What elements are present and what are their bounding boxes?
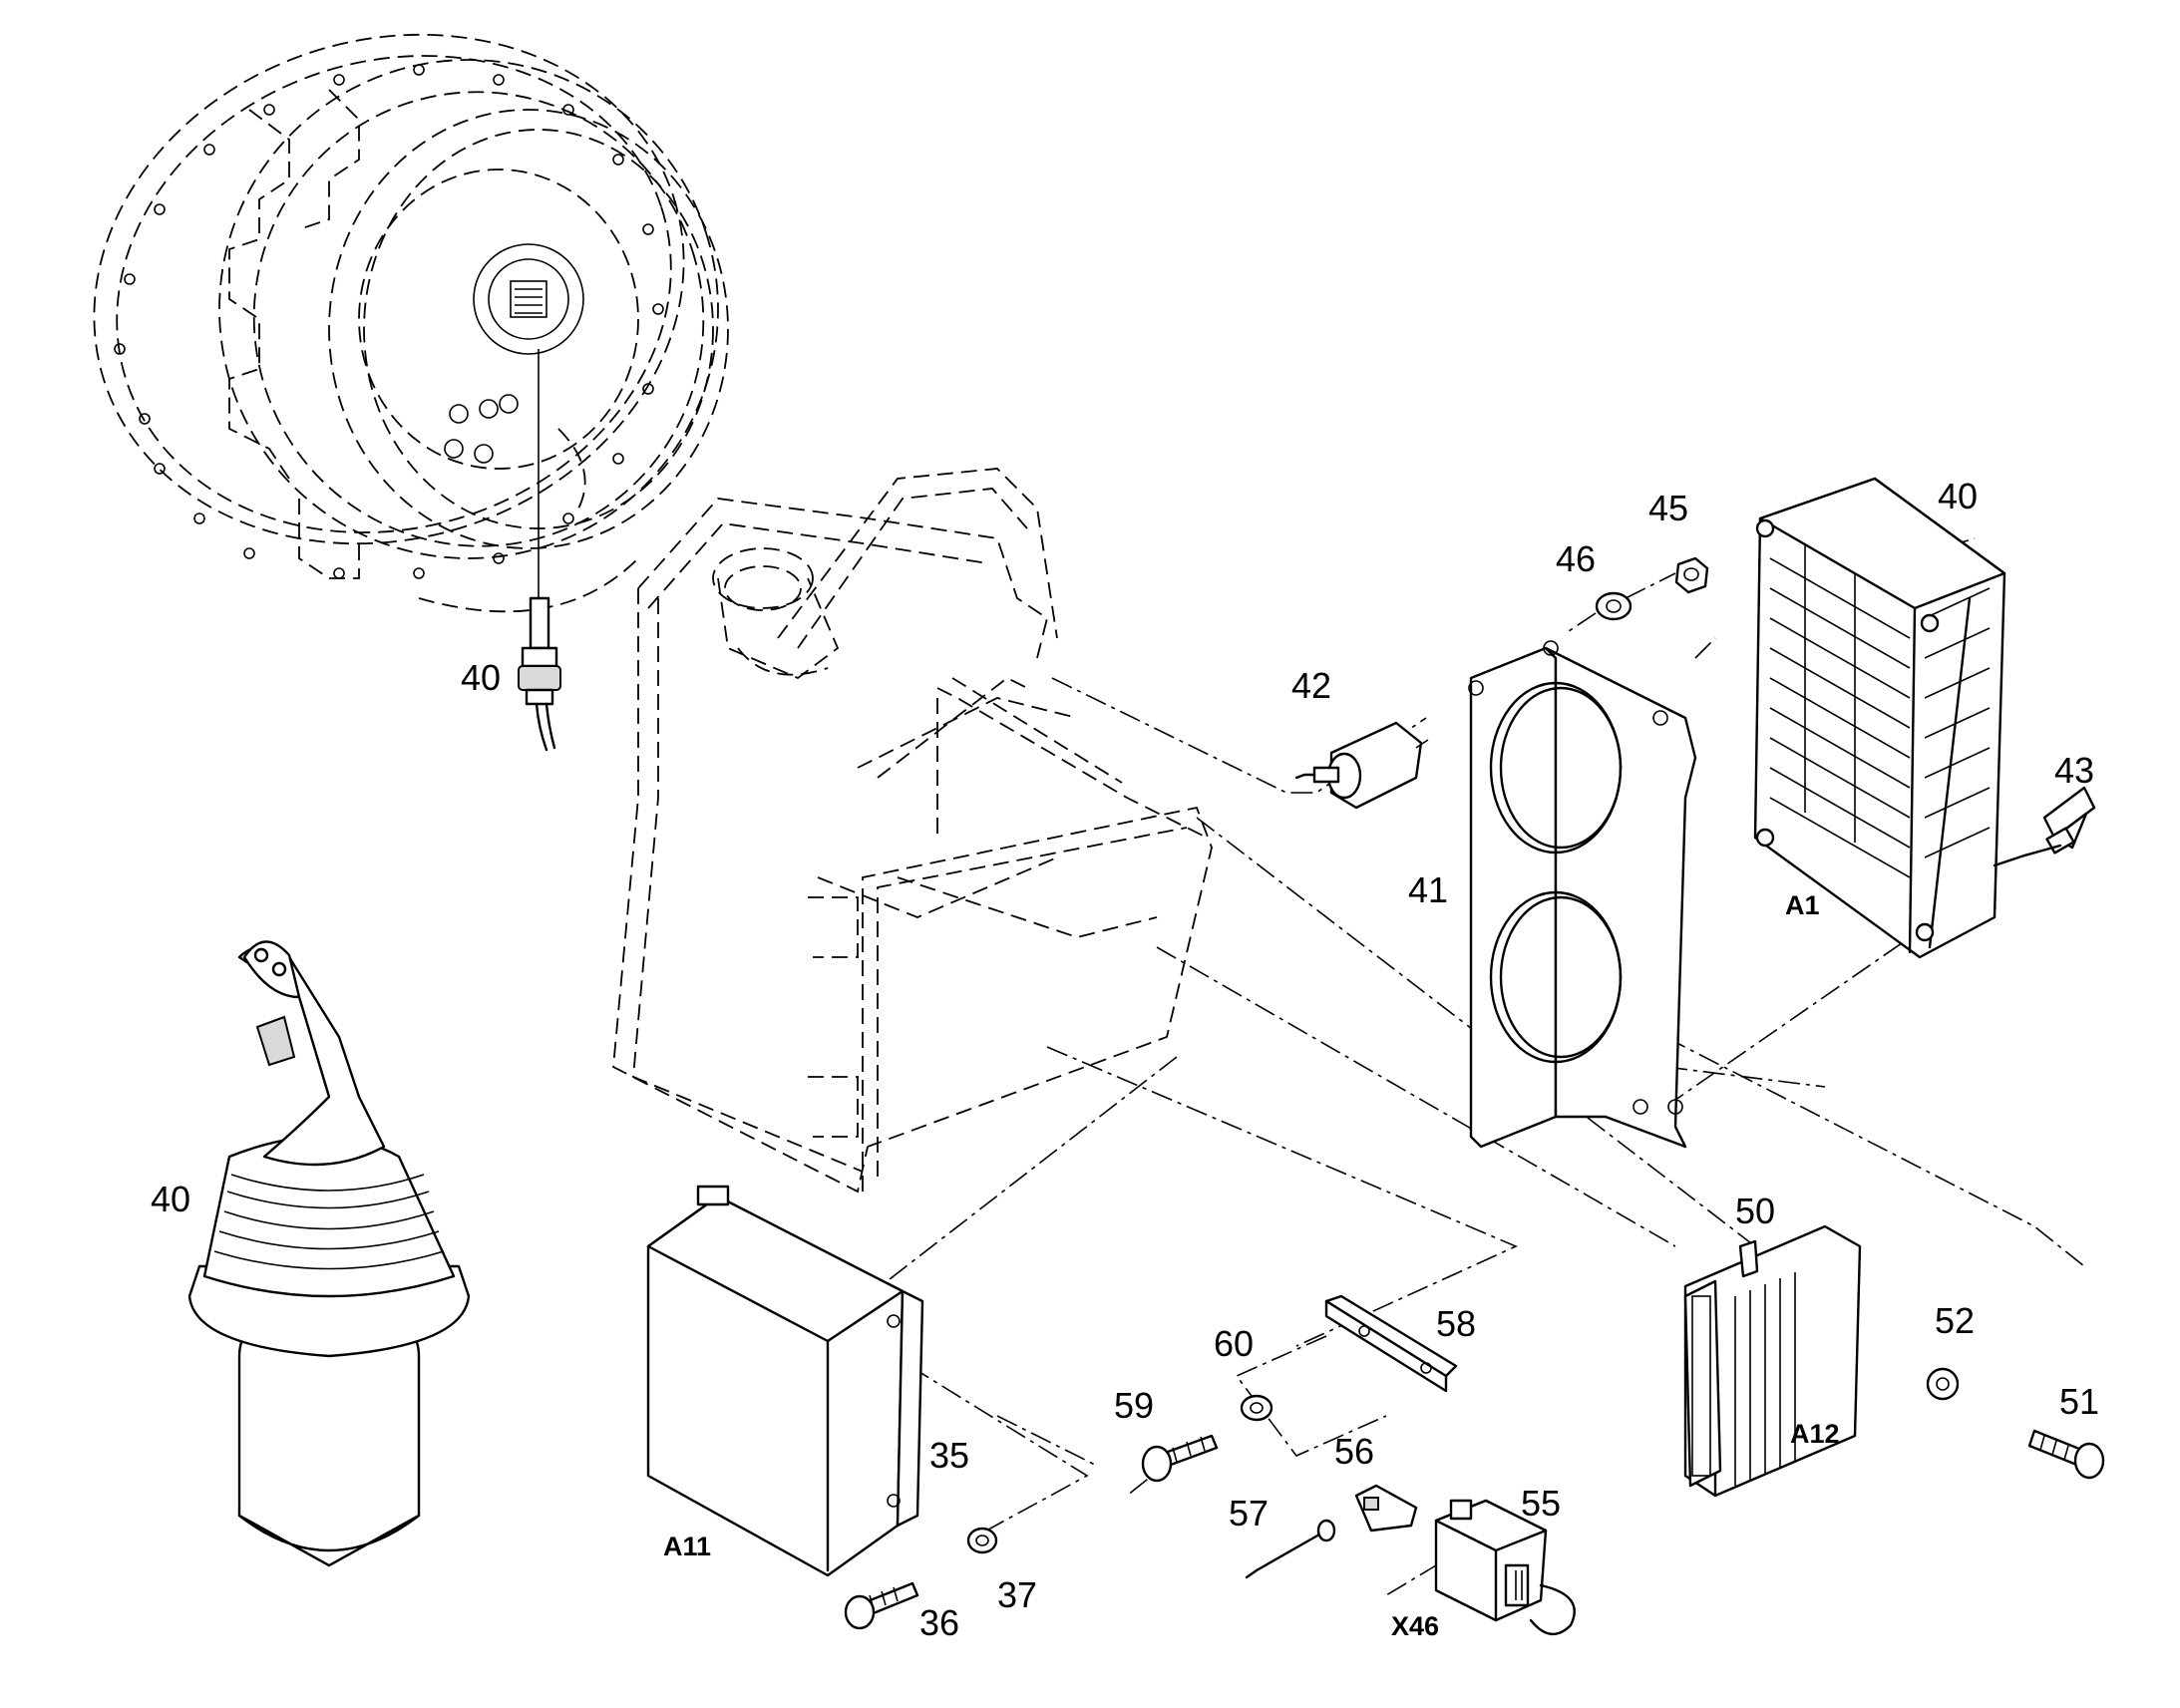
control-unit-a11 <box>646 1185 924 1577</box>
callout-59: 59 <box>1114 1385 1154 1426</box>
holder-56 <box>1354 1484 1418 1533</box>
callout-60: 60 <box>1214 1323 1254 1364</box>
callout-45: 45 <box>1648 488 1688 528</box>
screw-51 <box>2027 1429 2105 1480</box>
washer-60 <box>1240 1394 1273 1422</box>
callout-46: 46 <box>1556 538 1596 579</box>
callout-51: 51 <box>2059 1381 2099 1422</box>
designation-a12: A12 <box>1790 1419 1840 1449</box>
screw-59 <box>1141 1434 1219 1483</box>
callout-42: 42 <box>1291 665 1331 706</box>
pin-57 <box>1245 1519 1336 1579</box>
callout-57: 57 <box>1229 1493 1269 1534</box>
screw-43 <box>1993 786 2096 867</box>
nut-45 <box>1674 556 1709 594</box>
bracket-58 <box>1324 1294 1458 1393</box>
callout-36: 36 <box>919 1602 959 1643</box>
callout-58: 58 <box>1436 1303 1476 1344</box>
designation-x46: X46 <box>1391 1611 1439 1641</box>
callout-labels: 40 40 40 41 42 43 45 46 50 51 52 35 36 3… <box>151 476 2099 1643</box>
filter-42 <box>1294 721 1429 810</box>
control-module-a1 <box>1753 477 2006 959</box>
mounting-plate-41 <box>1468 640 1697 1149</box>
joystick-40 <box>187 940 471 1567</box>
callout-35: 35 <box>929 1435 969 1476</box>
callout-41: 41 <box>1408 869 1448 910</box>
cooling-fins <box>1769 543 1991 949</box>
transmission-housing <box>93 33 729 613</box>
screw-36 <box>844 1581 919 1630</box>
washer-37 <box>966 1527 998 1554</box>
callout-50: 50 <box>1735 1191 1775 1231</box>
control-module-a12 <box>1683 1224 1862 1498</box>
callout-40-module: 40 <box>1938 476 1978 516</box>
callout-37: 37 <box>997 1574 1037 1615</box>
mounting-bracket <box>612 468 1213 1194</box>
washer-46 <box>1595 591 1633 621</box>
designation-a11: A11 <box>663 1532 711 1561</box>
connector-x46 <box>1434 1499 1576 1635</box>
callout-40-joystick: 40 <box>151 1179 190 1219</box>
callout-56: 56 <box>1334 1431 1374 1472</box>
designation-a1: A1 <box>1785 890 1820 920</box>
speed-sensor <box>518 596 561 752</box>
callout-55: 55 <box>1521 1483 1561 1524</box>
washer-52 <box>1926 1367 1960 1401</box>
callout-43: 43 <box>2054 750 2094 791</box>
callout-52: 52 <box>1935 1300 1975 1341</box>
callout-40-sensor: 40 <box>461 657 501 698</box>
